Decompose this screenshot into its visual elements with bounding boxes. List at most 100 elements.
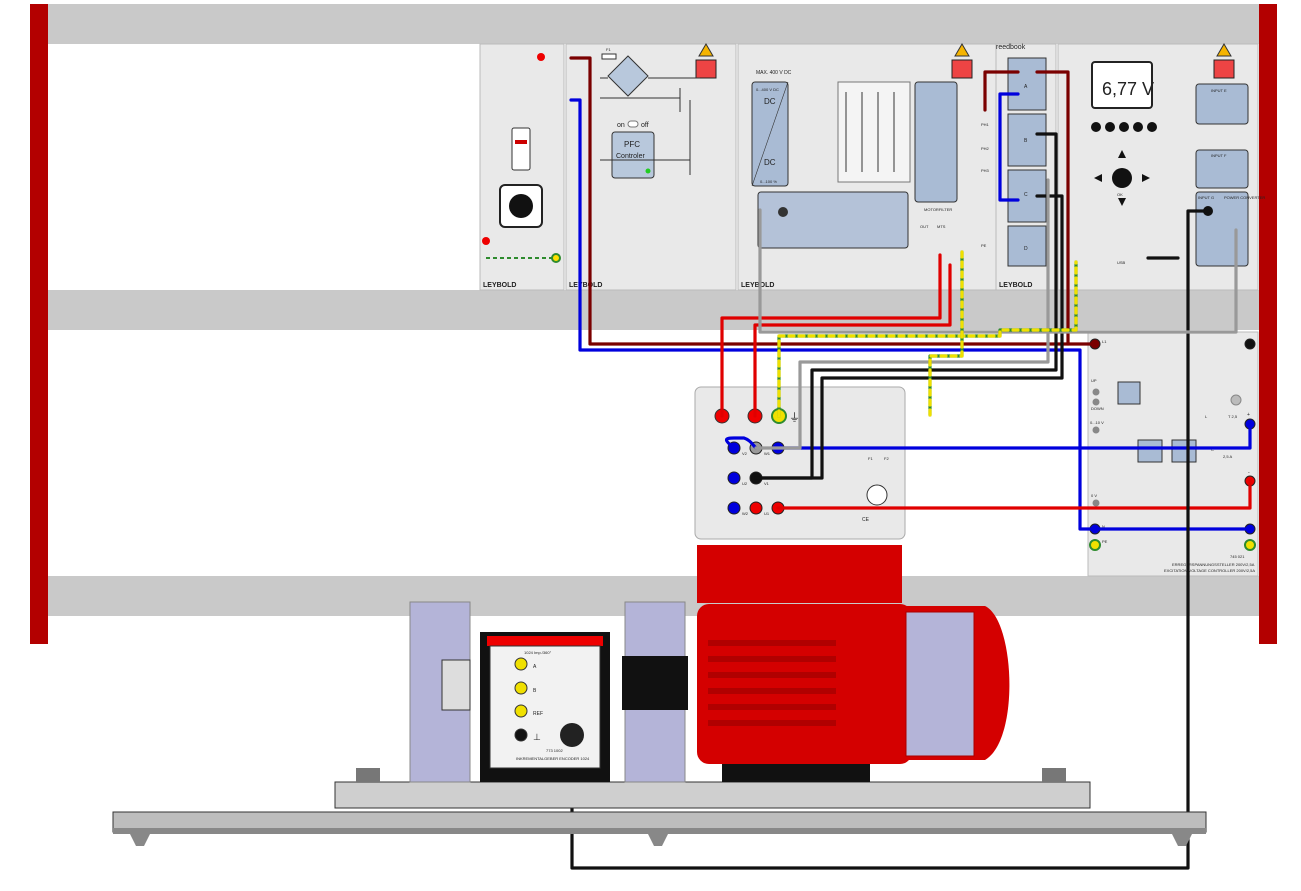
lcd-display (1091, 61, 1153, 109)
setpoint-block (1117, 381, 1141, 405)
svg-text:-: - (1248, 470, 1250, 476)
out-label: OUT (920, 224, 929, 229)
input-e-block (1195, 83, 1249, 125)
up-jack[interactable] (1092, 388, 1100, 396)
wire-l1 (569, 56, 1097, 346)
pe-in-jack[interactable] (1089, 539, 1101, 551)
nav-left-icon[interactable] (1094, 174, 1102, 182)
reset-button[interactable] (1230, 394, 1242, 406)
svg-text:V2: V2 (742, 451, 748, 456)
button-d[interactable] (1133, 122, 1143, 132)
encoder-unit: 1024 Imp./360° A B REF ⊥ 773 1002 INKREM… (480, 632, 610, 782)
button-c[interactable] (1119, 122, 1129, 132)
main-switch-panel: LEYBOLD (479, 43, 565, 291)
indicator-lamp (537, 53, 545, 61)
svg-text:F1: F1 (868, 456, 873, 461)
encoder-b-jack[interactable] (514, 681, 528, 695)
converter-power-button[interactable] (951, 59, 973, 79)
svg-text:INPUT F: INPUT F (1211, 153, 1227, 158)
svg-text:LEYBOLD: LEYBOLD (741, 282, 774, 289)
svg-text:0...400 V DC: 0...400 V DC (756, 87, 779, 92)
svg-text:D: D (1024, 246, 1028, 252)
button-b[interactable] (1105, 122, 1115, 132)
encoder-a-jack[interactable] (514, 657, 528, 671)
pe-jack[interactable] (551, 253, 561, 263)
ph3-label: PH3 (981, 168, 990, 173)
svg-text:⊥: ⊥ (533, 732, 541, 742)
down-jack[interactable] (1092, 398, 1100, 406)
jack-u1[interactable] (749, 501, 763, 515)
left-upright (30, 4, 48, 644)
analog-input-jack[interactable] (1092, 426, 1100, 434)
svg-text:L1: L1 (1102, 339, 1107, 344)
encoder-socket[interactable] (560, 723, 584, 747)
button-a[interactable] (1091, 122, 1101, 132)
svg-text:0...100 %: 0...100 % (760, 179, 777, 184)
nav-down-icon[interactable] (1118, 198, 1126, 206)
input-f-block (1195, 149, 1249, 189)
power-button[interactable] (695, 59, 717, 79)
channel-a (1007, 57, 1047, 111)
reedbook-logo: reedbook (996, 44, 1026, 51)
off-label: off (641, 122, 649, 129)
pfc-toggle[interactable] (627, 120, 639, 128)
zero-jack[interactable] (1092, 499, 1100, 507)
svg-text:2,5 A: 2,5 A (1223, 454, 1232, 459)
svg-text:DC: DC (764, 158, 776, 167)
svg-text:INKREMENTALGEBER ENCODER 1024: INKREMENTALGEBER ENCODER 1024 (516, 756, 590, 761)
igbt-legs (845, 92, 895, 172)
ph1-label: PH1 (981, 122, 990, 127)
wire-field-1 (720, 253, 942, 418)
rocker-switch[interactable] (511, 127, 531, 171)
nav-up-icon[interactable] (1118, 150, 1126, 158)
svg-text:V1: V1 (764, 481, 770, 486)
svg-text:DC: DC (764, 97, 776, 106)
rotary-knob[interactable] (509, 194, 533, 218)
motor-housing (697, 604, 912, 764)
svg-text:OK: OK (1117, 192, 1123, 197)
svg-text:INPUT E: INPUT E (1211, 88, 1227, 93)
l1-out-jack[interactable] (1244, 338, 1256, 350)
svg-text:POWER CONVERTER: POWER CONVERTER (1224, 195, 1265, 200)
button-extra[interactable] (1147, 122, 1157, 132)
svg-text:773 1002: 773 1002 (546, 748, 563, 753)
encoder-ground-jack[interactable] (514, 728, 528, 742)
encoder-ref-jack[interactable] (514, 704, 528, 718)
excitation-controller-panel: UP DOWN 0...10 V L T 2,5 2,5 A C + - 0 V… (1087, 331, 1259, 577)
pe-out-jack[interactable] (1244, 539, 1256, 551)
pfc-block (611, 131, 655, 179)
jack-w2[interactable] (727, 501, 741, 515)
control-block (757, 191, 909, 249)
potentiometer-knob[interactable] (778, 207, 788, 217)
mts-label: MTS (937, 224, 946, 229)
jack-u2[interactable] (727, 471, 741, 485)
wire-phase-w (754, 178, 1050, 450)
converter-panel: MAX. 400 V DC DC DC 0...400 V DC 0...100… (737, 43, 997, 291)
svg-text:PE: PE (1102, 539, 1108, 544)
warning-icon (1216, 43, 1232, 57)
navigation-ok-button[interactable] (1112, 168, 1132, 188)
input-g-block (1195, 191, 1249, 267)
down-label: DOWN (1091, 406, 1104, 411)
synchronous-machine (697, 545, 1010, 782)
machine-rail (334, 781, 1091, 809)
title-en: EXCITATION VOLTAGE CONTROLLER 200V/2,5A (1164, 568, 1255, 573)
ground-icon: ⏚ (789, 411, 800, 424)
ph2-label: PH2 (981, 146, 990, 151)
svg-text:B: B (1024, 138, 1028, 144)
max-voltage-label: MAX. 400 V DC (756, 70, 792, 76)
nav-right-icon[interactable] (1142, 174, 1150, 182)
power-stage-block (1171, 439, 1197, 463)
terminal-box (697, 545, 902, 603)
title-de: ERREGERSPANNUNGSSTELLER 200V/2,5A (1172, 562, 1255, 567)
inverter-bridge (837, 81, 911, 183)
brand-label: LEYBOLD (483, 282, 516, 289)
wire-field-2 (753, 263, 952, 418)
svg-text:LEYBOLD: LEYBOLD (569, 282, 602, 289)
svg-text:+: + (1247, 412, 1250, 418)
encoder-title: 1024 Imp./360° (524, 650, 552, 655)
display-power-button[interactable] (1213, 59, 1235, 79)
channel-buttons (1091, 122, 1157, 132)
up-label: UP (1091, 378, 1097, 383)
